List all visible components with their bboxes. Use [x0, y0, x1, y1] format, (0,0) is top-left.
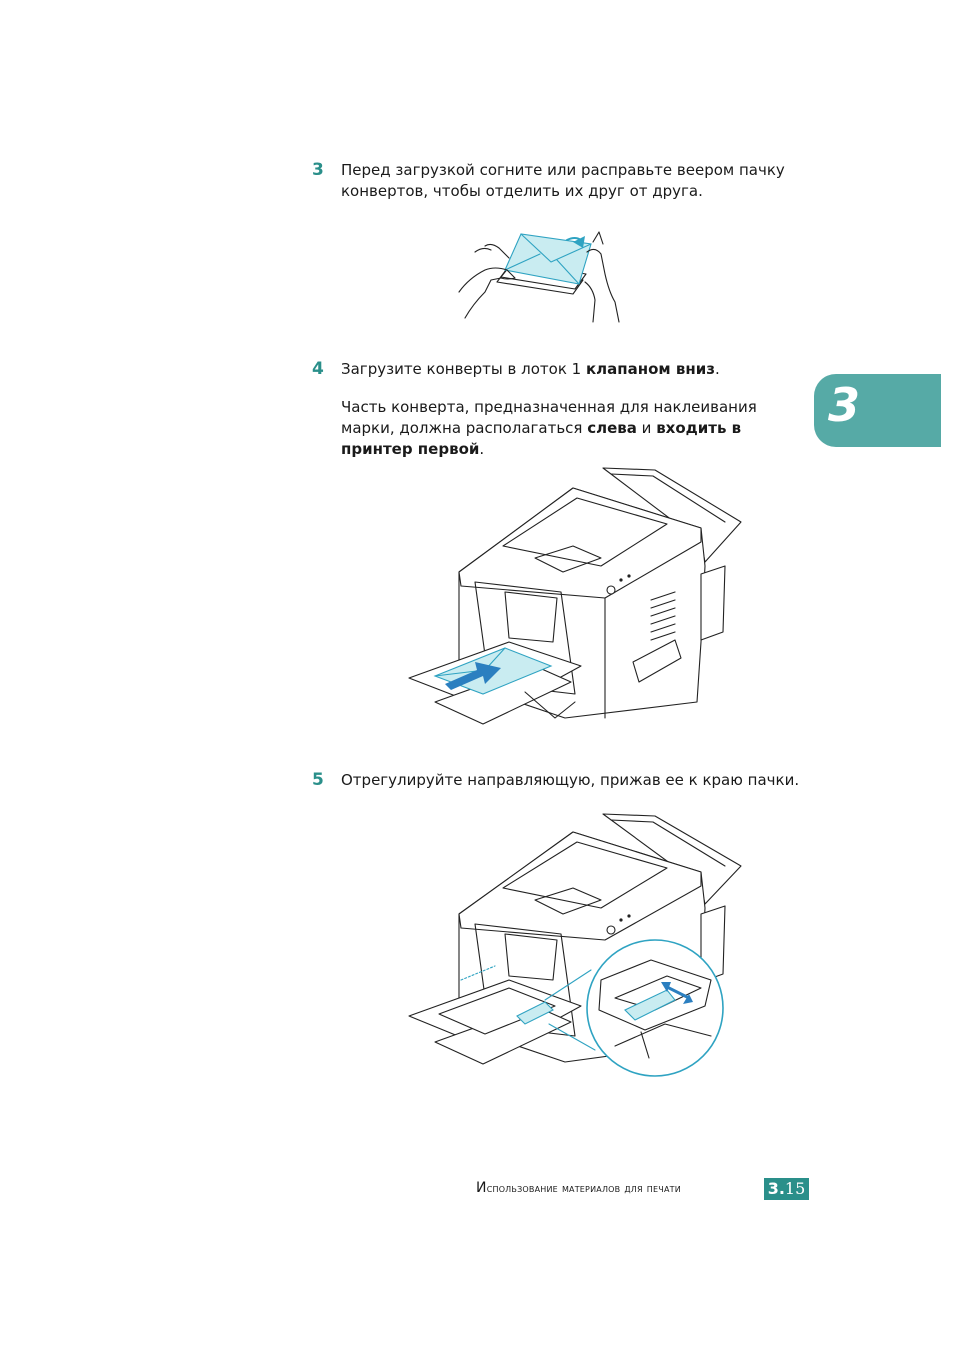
page-chapter: 3. — [767, 1179, 785, 1198]
page-number: 15 — [784, 1179, 806, 1198]
step-4-text: Загрузите конверты в лоток 1 клапаном вн… — [341, 359, 720, 380]
page-number-box: 3.15 — [764, 1178, 809, 1200]
printer-envelope-loading-illustration — [408, 467, 742, 725]
step-4-text-start: Загрузите конверты в лоток 1 — [341, 360, 586, 378]
step-number: 4 — [312, 359, 324, 379]
note-line-3: принтер первой. — [341, 440, 485, 458]
footer-section-title: Использование материалов для печати — [476, 1180, 681, 1196]
chapter-number: 3 — [828, 378, 861, 432]
step-number: 5 — [312, 770, 324, 790]
step-4-text-end: . — [714, 360, 720, 378]
step-4-bold-text: клапаном вниз — [585, 360, 715, 378]
step-3-line-2: конвертов, чтобы отделить их друг от дру… — [341, 182, 703, 200]
step-5-text: Отрегулируйте направляющую, прижав ее к … — [341, 771, 800, 789]
envelope-note: Часть конверта, предназначенная для накл… — [341, 397, 757, 460]
envelope-fanning-illustration — [458, 231, 620, 323]
step-3-text: Перед загрузкой согните или расправьте в… — [341, 160, 785, 202]
chapter-tab: 3 — [814, 374, 941, 447]
step-3-line-1: Перед загрузкой согните или расправьте в… — [341, 161, 785, 179]
note-line-1: Часть конверта, предназначенная для накл… — [341, 398, 757, 416]
printer-guide-adjustment-illustration — [408, 813, 742, 1077]
note-line-2: марки, должна располагаться слева и вход… — [341, 419, 742, 437]
step-number: 3 — [312, 160, 324, 180]
